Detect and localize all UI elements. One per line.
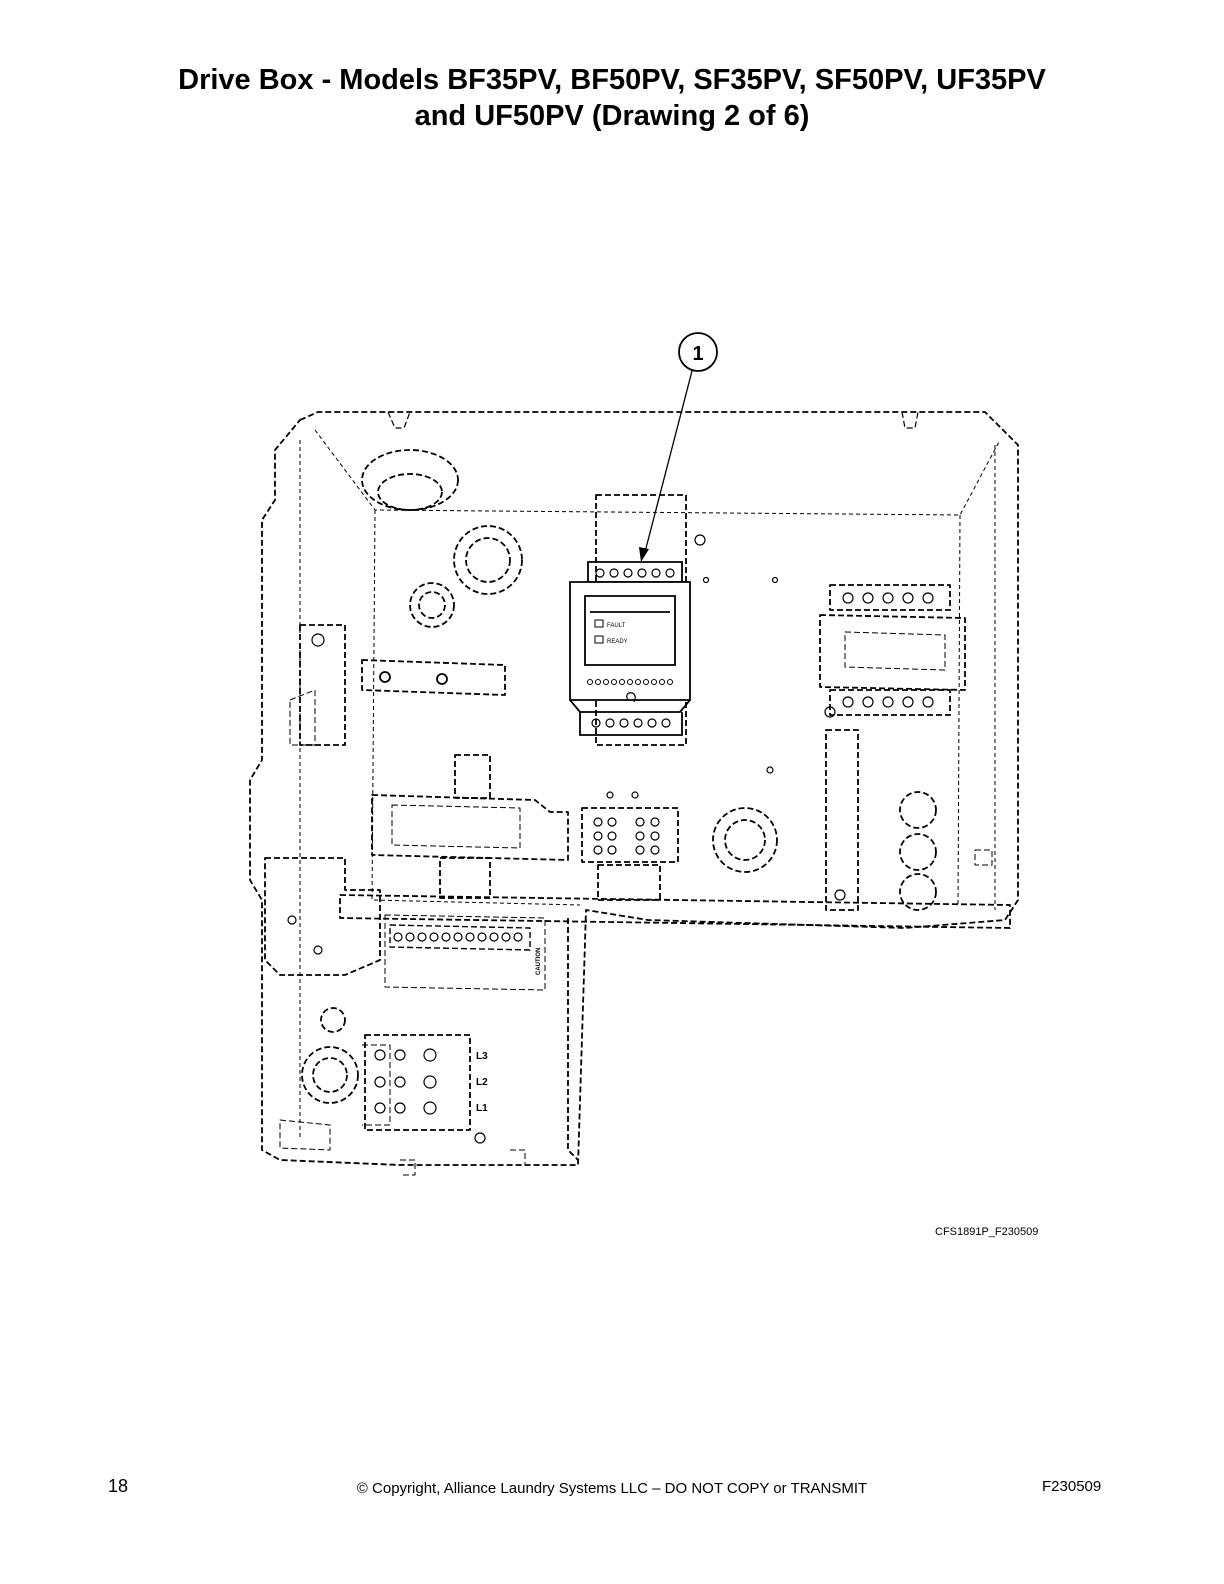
figure-code: CFS1891P_F230509 — [935, 1226, 1039, 1238]
round-part-3 — [899, 873, 937, 911]
knockout-1 — [453, 525, 523, 595]
enclosure-outline — [249, 411, 1019, 1166]
relay-contacts — [593, 817, 660, 855]
filter-block — [384, 914, 546, 991]
page-title-line-2: and UF50PV (Drawing 2 of 6) — [414, 100, 810, 132]
drive-indicator-ready: READY — [607, 639, 628, 645]
terminal-screws-line-block — [374, 1048, 437, 1115]
contactor-left — [371, 794, 569, 861]
variable-frequency-drive — [569, 561, 691, 736]
terminal-screws-top-right — [842, 592, 934, 708]
drive-indicator-fault: FAULT — [607, 623, 626, 629]
disconnect-lower-left — [264, 857, 381, 976]
callout-leader — [644, 370, 693, 553]
caution-label: CAUTION — [536, 948, 542, 975]
page-title-line-1: Drive Box - Models BF35PV, BF50PV, SF35P… — [178, 64, 1046, 96]
din-rail-left — [361, 659, 506, 696]
knockout-2 — [409, 582, 455, 628]
round-part-1 — [899, 791, 937, 829]
callout-number: 1 — [692, 343, 703, 365]
terminal-label-l1: L1 — [476, 1103, 488, 1114]
terminal-label-l3: L3 — [476, 1051, 488, 1062]
terminal-screws-caution-block — [393, 932, 523, 942]
divider-shelf — [339, 894, 1011, 929]
page-number: 18 — [108, 1476, 129, 1496]
round-part-2 — [899, 833, 937, 871]
side-bracket — [299, 624, 346, 746]
terminal-label-l2: L2 — [476, 1077, 488, 1088]
copyright-notice: © Copyright, Alliance Laundry Systems LL… — [356, 1480, 868, 1497]
callout-arrowhead — [639, 547, 649, 562]
knockout-3 — [712, 807, 778, 873]
vertical-rail-right — [825, 729, 859, 911]
line-terminal-block — [364, 1034, 471, 1131]
cable-gland-top — [361, 449, 459, 511]
callout-bubble — [678, 332, 718, 372]
terminal-block-right — [819, 614, 966, 691]
document-code: F230509 — [1042, 1478, 1102, 1495]
page-title: Drive Box - Models BF35PV, BF50PV, SF35P… — [60, 62, 1164, 134]
knockout-4 — [301, 1046, 359, 1104]
enclosure-inner-panel — [314, 429, 1001, 516]
relay-center — [581, 807, 679, 863]
